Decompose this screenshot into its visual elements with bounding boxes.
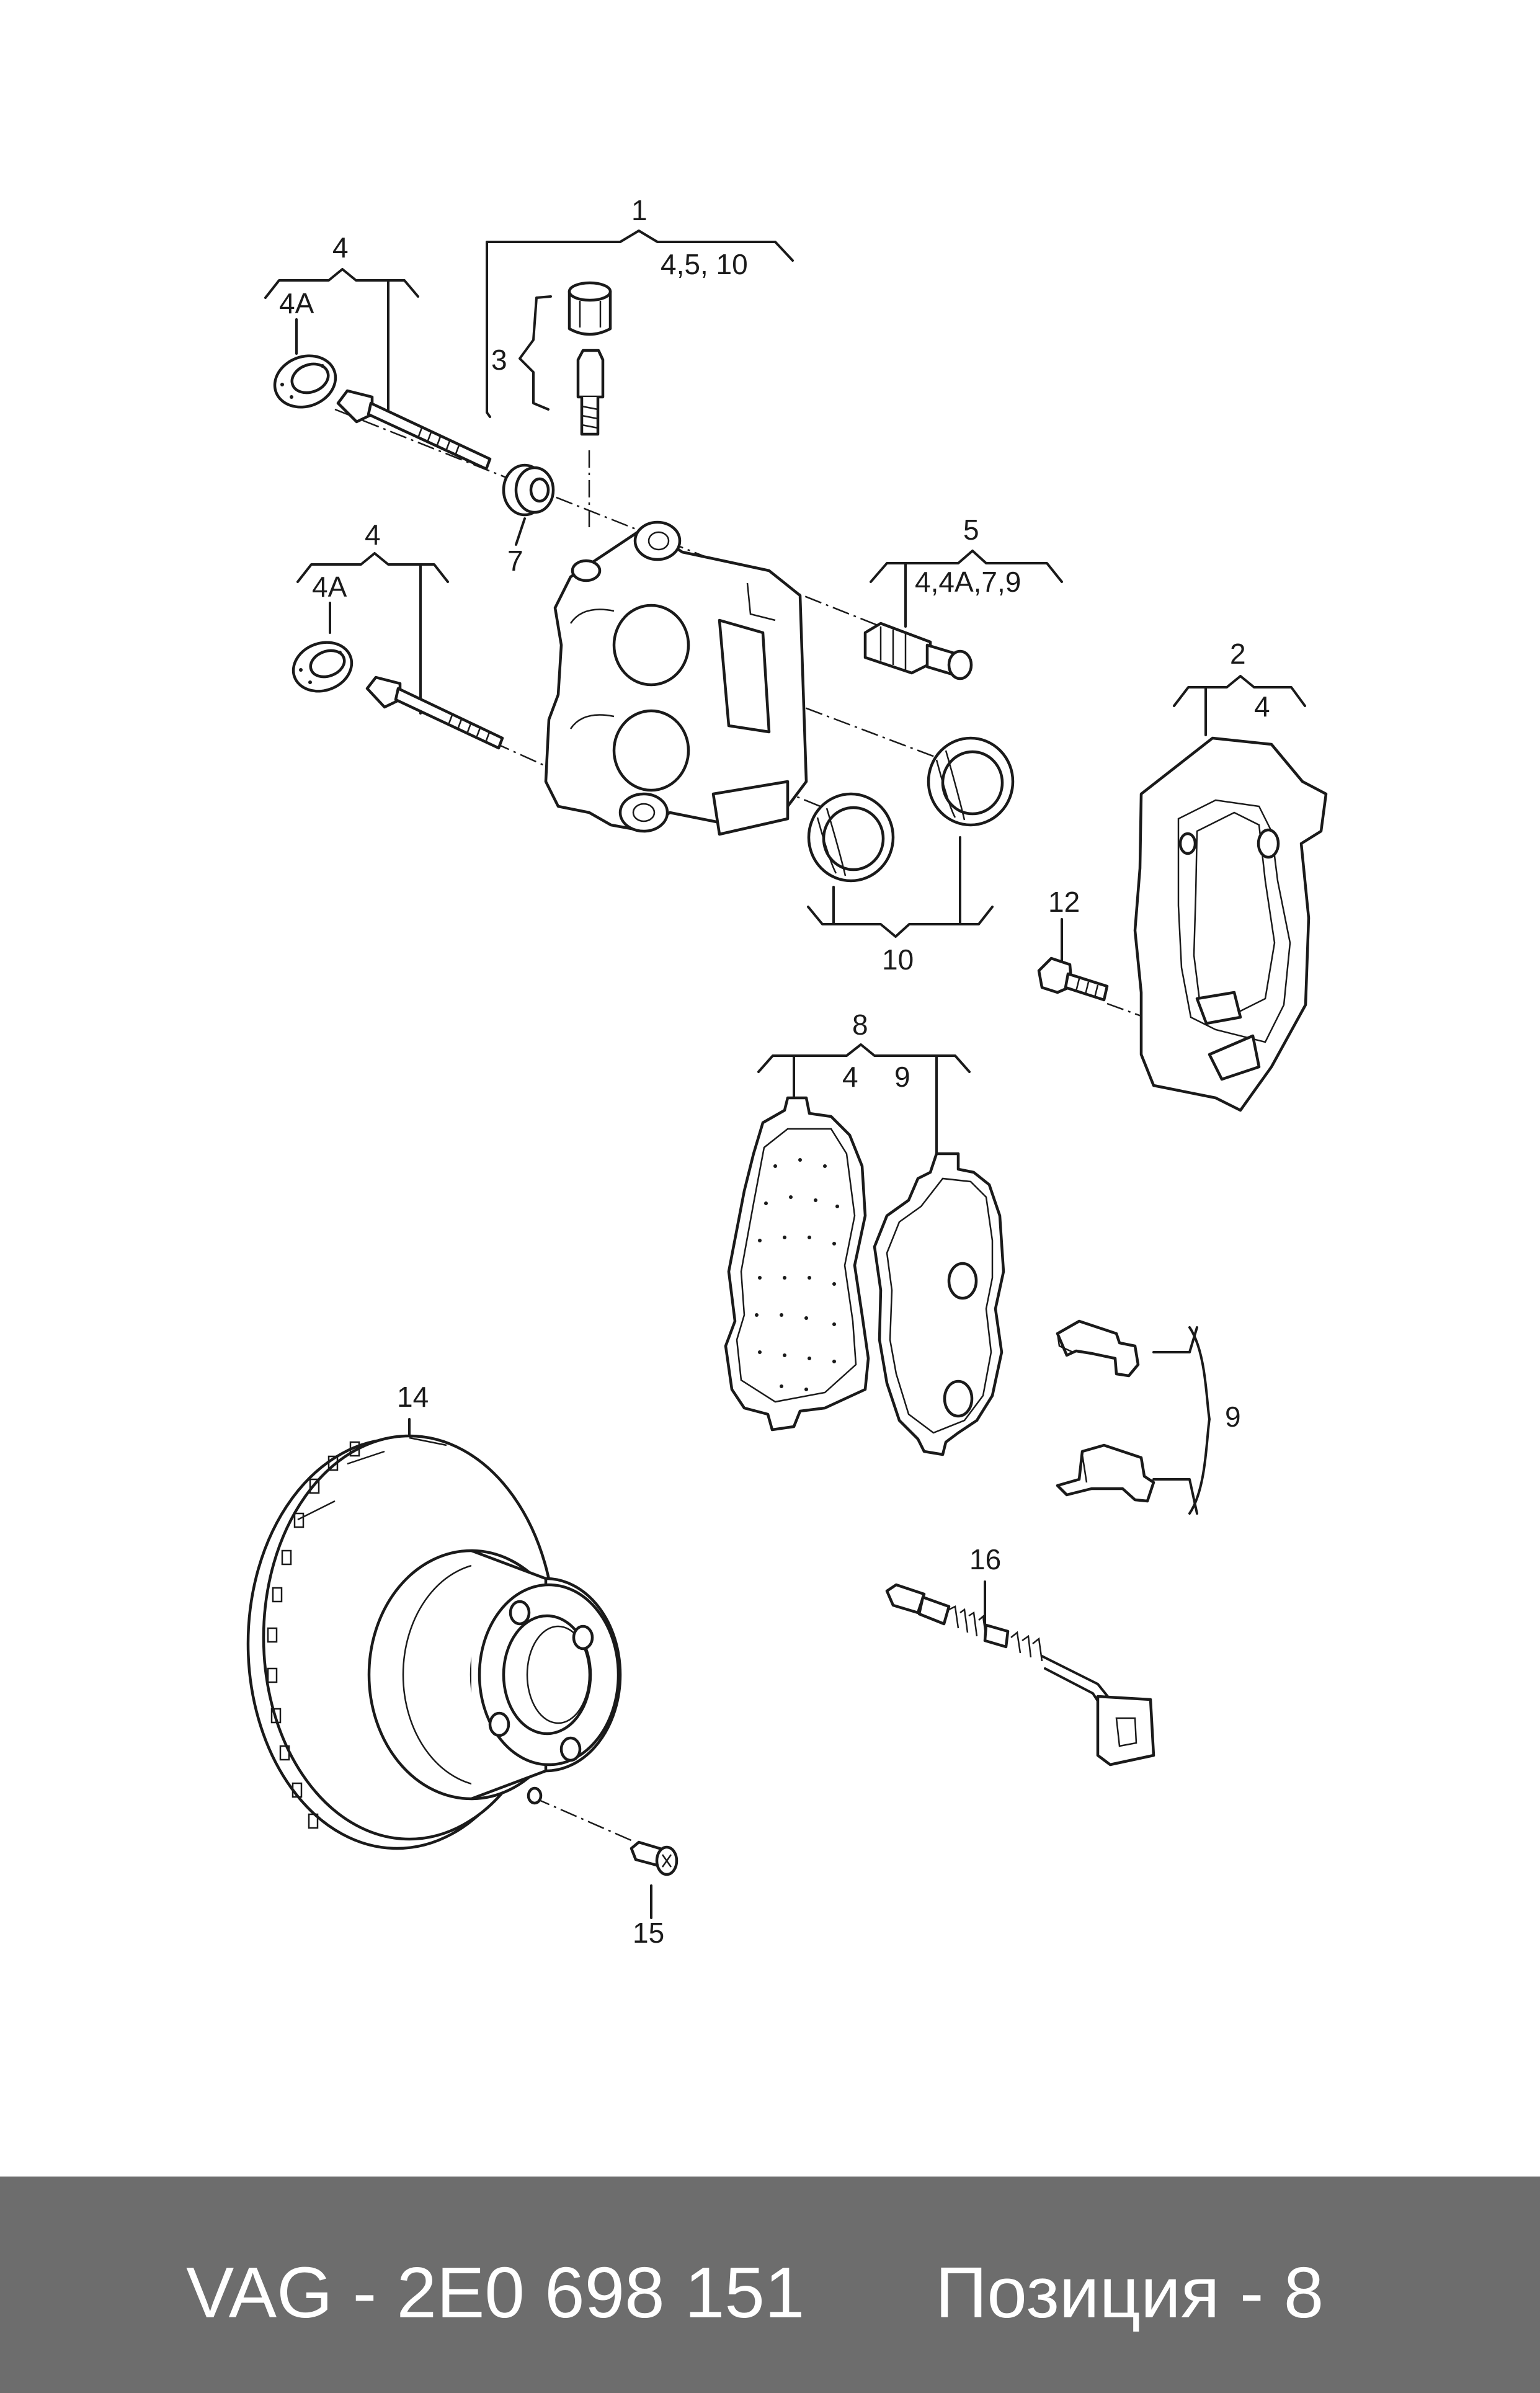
guide-bolt-4-top bbox=[336, 389, 492, 471]
callout-2-sub: 4 bbox=[1254, 690, 1270, 723]
callout-1-sub: 4,5, 10 bbox=[661, 248, 748, 280]
brake-assembly-diagram: 1 4,5, 10 3 4 4A 4 4A 7 5 4,4A,7,9 10 2 … bbox=[246, 194, 1328, 1949]
callout-5: 5 bbox=[963, 514, 979, 546]
brake-disc-14 bbox=[246, 1434, 622, 1850]
callout-16: 16 bbox=[969, 1543, 1001, 1575]
piston-seal-10b bbox=[807, 792, 895, 883]
callout-4a-mid: 4A bbox=[312, 571, 347, 603]
part-number-label: VAG - 2E0 698 151 bbox=[186, 2252, 805, 2333]
callout-labels: 1 4,5, 10 3 4 4A 4 4A 7 5 4,4A,7,9 10 2 … bbox=[279, 194, 1270, 1949]
bolt-12 bbox=[1037, 956, 1109, 1002]
brake-pad-inner bbox=[724, 1096, 870, 1432]
callout-8-sub1: 4 bbox=[842, 1061, 858, 1093]
leader-lines bbox=[264, 229, 1306, 1919]
callout-8: 8 bbox=[852, 1009, 868, 1041]
callout-10: 10 bbox=[882, 943, 914, 976]
footer-bar: VAG - 2E0 698 151 Позиция - 8 bbox=[0, 2177, 1540, 2393]
caliper-carrier-2 bbox=[1133, 736, 1328, 1112]
callout-12: 12 bbox=[1048, 886, 1080, 918]
position-label: Позиция - 8 bbox=[935, 2252, 1324, 2333]
screw-15 bbox=[630, 1840, 679, 1876]
callout-8-sub2: 9 bbox=[894, 1061, 910, 1093]
spring-clip-9b bbox=[1056, 1443, 1155, 1503]
brake-pad-outer bbox=[873, 1152, 1005, 1456]
callout-1: 1 bbox=[631, 194, 648, 226]
callout-14: 14 bbox=[397, 1381, 429, 1413]
callout-3: 3 bbox=[491, 344, 507, 376]
guide-bolt-4-mid bbox=[365, 675, 504, 750]
guide-bush-7 bbox=[502, 463, 555, 517]
callout-9: 9 bbox=[1225, 1401, 1241, 1433]
disc-vent-slots bbox=[267, 1441, 360, 1829]
bleeder-cap-3 bbox=[567, 281, 612, 336]
callout-15: 15 bbox=[633, 1917, 664, 1949]
callout-2: 2 bbox=[1230, 638, 1246, 670]
callout-4-mid: 4 bbox=[365, 519, 381, 551]
callout-5-sub: 4,4A,7,9 bbox=[915, 566, 1021, 598]
spring-clip-9a bbox=[1056, 1319, 1140, 1378]
callout-4a-top: 4A bbox=[279, 287, 314, 319]
bellow-seal-4a-mid bbox=[292, 641, 354, 693]
caliper-body-1 bbox=[544, 520, 808, 836]
wear-sensor-16 bbox=[885, 1583, 1155, 1767]
callout-4-top: 4 bbox=[332, 231, 349, 264]
callout-7: 7 bbox=[507, 545, 523, 577]
piston-seal-10a bbox=[927, 736, 1015, 827]
guide-pin-5 bbox=[863, 622, 973, 680]
bellow-seal-4a-top bbox=[273, 354, 337, 409]
bleeder-valve-3 bbox=[576, 349, 605, 436]
pad-friction-dots bbox=[755, 1158, 839, 1391]
